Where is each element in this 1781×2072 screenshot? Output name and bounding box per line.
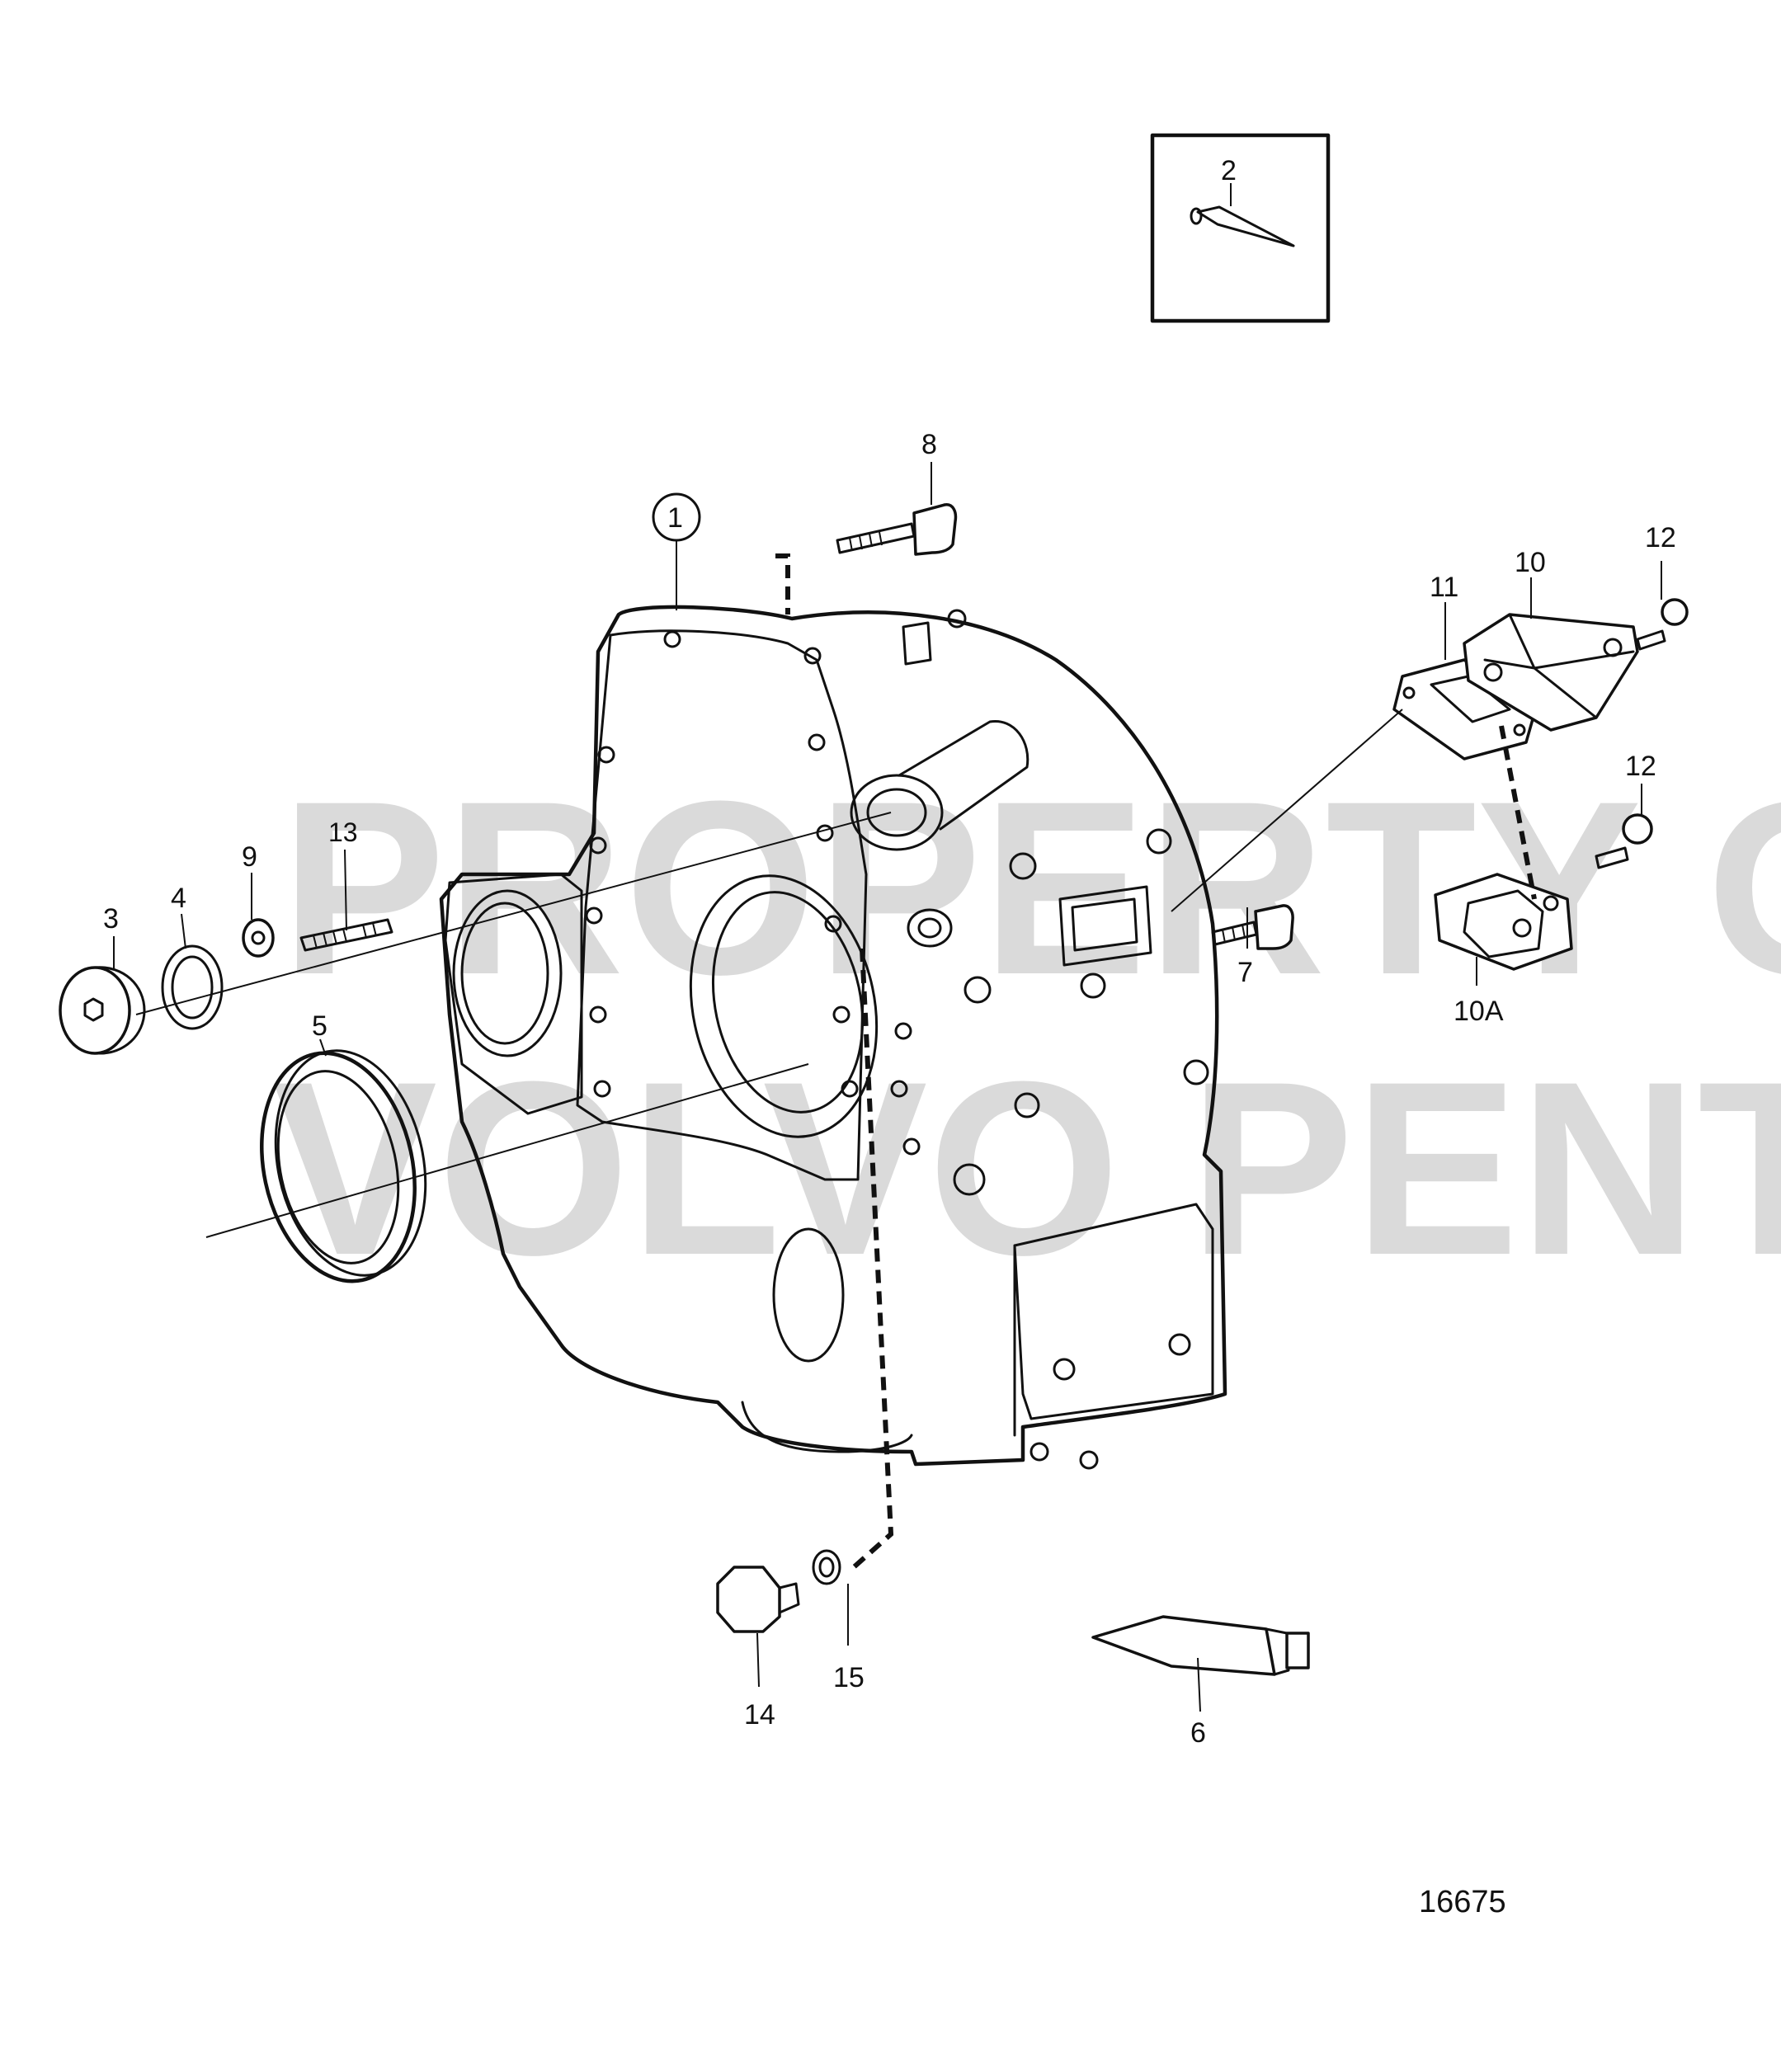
callout-6: 6 (1190, 1717, 1206, 1749)
sealant-tube-part-6 (1091, 1615, 1310, 1676)
gasket-part-11 (1392, 658, 1536, 761)
bolt-part-8 (836, 503, 958, 556)
screw-part-12-upper (1636, 598, 1689, 651)
seal-ring-part-5 (260, 1049, 427, 1283)
stud-part-13 (299, 918, 393, 952)
bolt-holes (585, 609, 1209, 1470)
watermark-line-2: VOLVO PENTA (272, 1029, 1781, 1307)
callout-12-upper: 12 (1645, 522, 1676, 553)
washer-part-15 (812, 1549, 841, 1585)
callout-1: 1 (667, 502, 683, 534)
callout-15: 15 (833, 1662, 865, 1693)
drawing-number: 16675 (1419, 1885, 1506, 1919)
drain-plug-part-14 (716, 1566, 800, 1633)
inset-box-part-2 (1150, 133, 1331, 323)
assembly-lines (135, 553, 1537, 1570)
callout-10a: 10A (1454, 996, 1504, 1027)
cover-plug-part-3 (59, 966, 146, 1055)
washer-part-4 (161, 944, 224, 1030)
callout-3: 3 (103, 903, 119, 935)
callout-leaders (113, 462, 1662, 1712)
watermark-line-1: PROPERTY OF (280, 749, 1781, 1026)
cover-part-10a (1434, 873, 1573, 971)
callout-labels: 1 2 3 4 5 6 7 8 9 10 10A 11 12 12 13 14 … (103, 155, 1676, 1749)
callout-12-lower: 12 (1625, 751, 1656, 782)
callout-10: 10 (1515, 547, 1546, 578)
screw-part-12-lower (1595, 813, 1653, 869)
callout-14: 14 (744, 1699, 775, 1731)
bolt-part-7 (1211, 904, 1294, 950)
callout-11: 11 (1430, 572, 1458, 603)
watermark: PROPERTY OF VOLVO PENTA (272, 749, 1781, 1307)
nut-part-9 (242, 918, 275, 958)
callout-4: 4 (171, 883, 186, 914)
callout-7: 7 (1237, 957, 1253, 988)
callout-5: 5 (312, 1010, 327, 1042)
callout-13: 13 (328, 817, 358, 847)
callout-8: 8 (921, 429, 937, 460)
callout-9: 9 (242, 841, 257, 873)
flywheel-housing (439, 605, 1227, 1470)
pin-icon (1190, 205, 1295, 247)
callout-2: 2 (1221, 155, 1237, 186)
